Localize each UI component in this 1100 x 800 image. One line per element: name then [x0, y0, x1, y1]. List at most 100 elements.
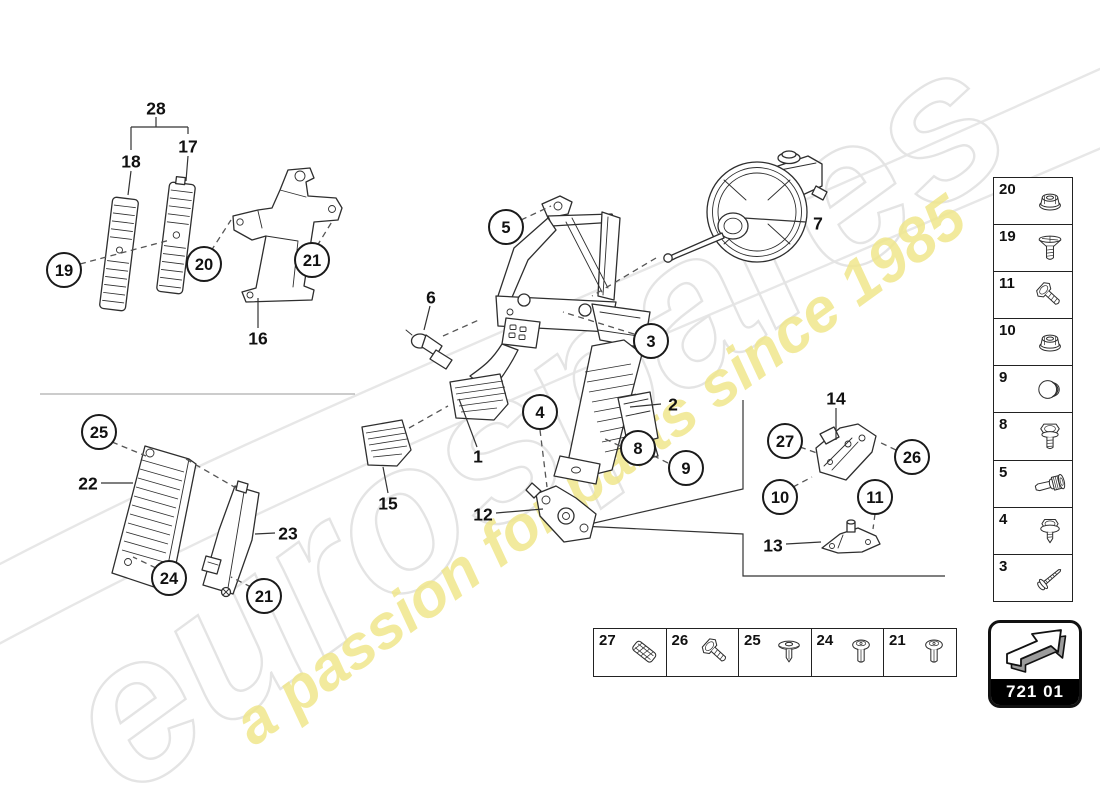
part-number: 9 [999, 369, 1008, 387]
sidebar-part-10[interactable]: 10 [993, 319, 1073, 367]
sidebar-part-8[interactable]: 8 [993, 413, 1073, 461]
part-label-17[interactable]: 17 [178, 136, 197, 156]
countersunk-screw-icon [1030, 230, 1070, 267]
diagram-code: 721 01 [991, 679, 1079, 705]
flange-nut-icon [1030, 324, 1070, 361]
part-label-12[interactable]: 12 [473, 504, 493, 524]
bottomrow-part-26[interactable]: 26 [666, 628, 739, 677]
part-label-13[interactable]: 13 [763, 535, 783, 555]
callout-8[interactable]: 8 [620, 430, 656, 466]
bottomrow-part-21[interactable]: 21 [884, 628, 957, 677]
part-number: 10 [999, 322, 1016, 340]
callout-25[interactable]: 25 [81, 414, 117, 450]
callout-9[interactable]: 9 [668, 450, 704, 486]
svg-text:19: 19 [55, 262, 73, 280]
svg-text:8: 8 [633, 440, 642, 458]
svg-text:4: 4 [535, 404, 545, 422]
part-label-2[interactable]: 2 [668, 394, 678, 414]
tread-strip-17-drawing [156, 175, 196, 295]
part-label-15[interactable]: 15 [378, 493, 398, 513]
part-label-1[interactable]: 1 [473, 446, 483, 466]
part-number: 3 [999, 557, 1008, 575]
part-number: 25 [744, 632, 761, 649]
callout-19[interactable]: 19 [46, 252, 82, 288]
splined-pin-icon [1030, 466, 1070, 503]
svg-text:11: 11 [866, 489, 883, 507]
pedal-cap-15-drawing [361, 419, 412, 467]
bracket-14-drawing [815, 423, 877, 481]
part-number: 11 [999, 275, 1015, 293]
part-label-7[interactable]: 7 [813, 213, 823, 233]
part-number: 20 [999, 181, 1016, 198]
hex-bolt-icon [1030, 418, 1070, 455]
part-label-6[interactable]: 6 [426, 287, 436, 307]
svg-text:3: 3 [646, 333, 655, 351]
svg-text:9: 9 [681, 460, 690, 478]
svg-text:24: 24 [160, 570, 179, 588]
callout-4[interactable]: 4 [522, 394, 558, 430]
sidebar-part-3[interactable]: 3 [993, 554, 1073, 602]
part-label-18[interactable]: 18 [121, 151, 141, 171]
arrow-up-right-icon [991, 623, 1079, 677]
push-rivet-icon [770, 633, 808, 671]
part-number: 21 [889, 632, 906, 649]
sensor-12-drawing [525, 482, 597, 543]
part-number: 24 [816, 632, 834, 649]
part-number: 19 [999, 228, 1016, 246]
callout-5[interactable]: 5 [488, 209, 524, 245]
round-screw-icon [842, 633, 880, 671]
svg-text:5: 5 [501, 219, 510, 237]
cap-icon [1030, 371, 1070, 408]
callout-21-top[interactable]: 21 [294, 242, 330, 278]
cover-23-drawing [201, 480, 260, 598]
fastener-sidebar: 20 19 11 10 9 8 5 4 3 [993, 177, 1073, 602]
callout-3[interactable]: 3 [633, 323, 669, 359]
callout-24[interactable]: 24 [151, 560, 187, 596]
sidebar-part-9[interactable]: 9 [993, 366, 1073, 414]
sidebar-part-19[interactable]: 19 [993, 225, 1073, 273]
hex-bolt-angled-icon [697, 633, 735, 671]
sidebar-part-11[interactable]: 11 [993, 272, 1073, 320]
svg-text:20: 20 [195, 256, 213, 274]
part-label-22[interactable]: 22 [78, 473, 98, 493]
part-label-23[interactable]: 23 [278, 523, 298, 543]
part-label-14[interactable]: 14 [826, 388, 846, 408]
callout-20[interactable]: 20 [186, 246, 222, 282]
svg-text:21: 21 [303, 252, 321, 270]
washer-screw-icon [1030, 513, 1070, 550]
bracket-16-drawing [232, 167, 343, 303]
callout-27[interactable]: 27 [767, 423, 803, 459]
clip-icon [625, 633, 663, 671]
diagram-nav-box[interactable]: 721 01 [988, 620, 1082, 708]
part-number: 5 [999, 463, 1008, 481]
sidebar-part-20[interactable]: 20 [993, 177, 1073, 226]
part-number: 4 [999, 510, 1008, 528]
brake-servo-drawing [663, 150, 828, 263]
hex-bolt-angled-icon [1030, 277, 1070, 314]
sidebar-part-4[interactable]: 4 [993, 507, 1073, 555]
long-screw-icon [1030, 560, 1070, 597]
svg-text:21: 21 [255, 588, 273, 606]
part-label-28[interactable]: 28 [146, 98, 166, 118]
part-label-16[interactable]: 16 [248, 328, 268, 348]
callout-21-bottom[interactable]: 21 [246, 578, 282, 614]
callout-10[interactable]: 10 [762, 479, 798, 515]
round-screw-icon [915, 633, 953, 671]
svg-text:26: 26 [903, 449, 921, 467]
svg-text:27: 27 [776, 433, 794, 451]
bracket-13-drawing [821, 519, 881, 554]
bottomrow-part-24[interactable]: 24 [811, 628, 884, 677]
brake-light-switch-drawing [405, 329, 453, 370]
bottomrow-part-25[interactable]: 25 [739, 628, 812, 677]
callout-26[interactable]: 26 [894, 439, 930, 475]
svg-text:10: 10 [771, 489, 789, 507]
bottomrow-part-27[interactable]: 27 [593, 628, 667, 677]
tread-strip-18-drawing [99, 196, 139, 312]
callout-11[interactable]: 11 [857, 479, 893, 515]
sidebar-part-5[interactable]: 5 [993, 460, 1073, 508]
